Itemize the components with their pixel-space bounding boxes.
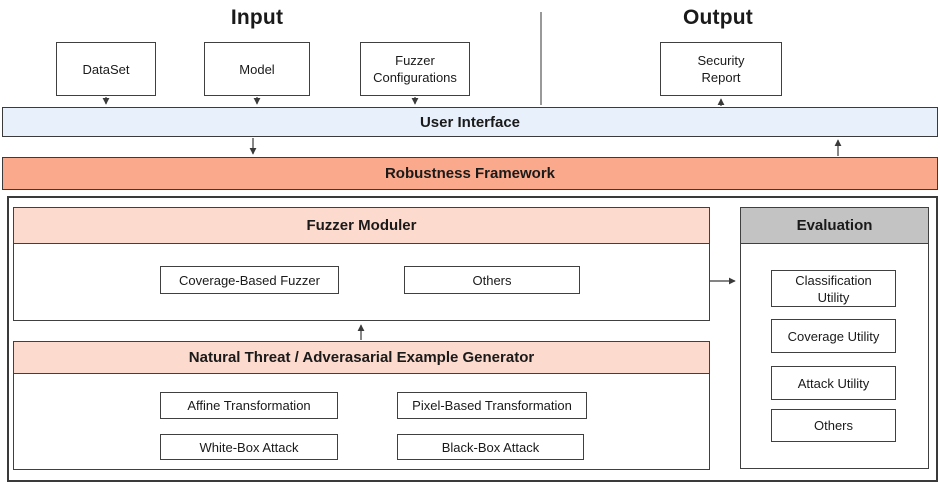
fuzzer-moduler-title: Fuzzer Moduler (14, 208, 709, 244)
output-section-title: Output (682, 6, 753, 29)
example-generator-group: Natural Threat / Adverasarial Example Ge… (13, 341, 710, 470)
security-report-box: Security Report (660, 42, 782, 96)
dataset-box: DataSet (56, 42, 156, 96)
affine-transformation-box: Affine Transformation (160, 392, 338, 419)
black-box-attack-box: Black-Box Attack (397, 434, 584, 460)
fuzzer-configurations-box: Fuzzer Configurations (360, 42, 470, 96)
pixel-based-transformation-box: Pixel-Based Transformation (397, 392, 587, 419)
input-section-title: Input (230, 6, 284, 29)
coverage-utility-box: Coverage Utility (771, 319, 896, 353)
fuzzer-others-box: Others (404, 266, 580, 294)
coverage-based-fuzzer-box: Coverage-Based Fuzzer (160, 266, 339, 294)
user-interface-bar: User Interface (2, 107, 938, 137)
evaluation-title: Evaluation (741, 208, 928, 244)
example-generator-title: Natural Threat / Adverasarial Example Ge… (14, 342, 709, 374)
evaluation-others-box: Others (771, 409, 896, 442)
attack-utility-box: Attack Utility (771, 366, 896, 400)
fuzzer-moduler-group: Fuzzer Moduler (13, 207, 710, 321)
robustness-framework-bar: Robustness Framework (2, 157, 938, 190)
classification-utility-box: Classification Utility (771, 270, 896, 307)
model-box: Model (204, 42, 310, 96)
white-box-attack-box: White-Box Attack (160, 434, 338, 460)
